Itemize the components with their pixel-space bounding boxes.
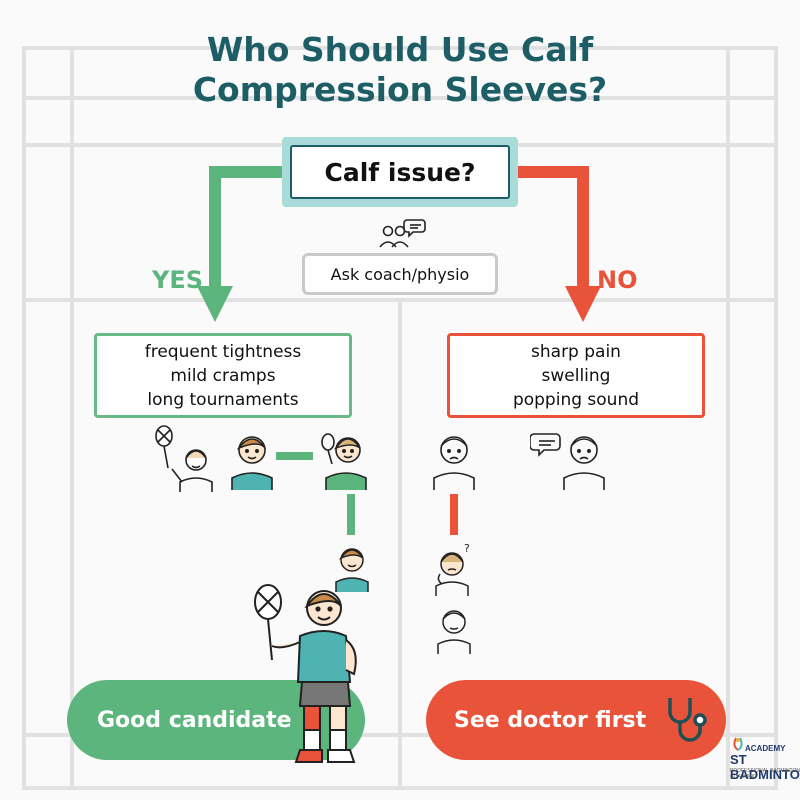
question-box: Calf issue?	[282, 137, 518, 207]
small-player-avatar-icon	[335, 548, 369, 592]
yes-criteria-item: mild cramps	[170, 365, 276, 386]
person-outline-icon	[437, 610, 471, 654]
yes-criteria-box: frequent tightness mild cramps long tour…	[94, 333, 352, 418]
title-line-1: Who Should Use Calf	[206, 30, 594, 69]
yes-criteria-item: long tournaments	[147, 389, 299, 410]
yes-label: YES	[152, 266, 204, 294]
see-doctor-pill: See doctor first	[426, 680, 726, 760]
title-line-2: Compression Sleeves?	[192, 70, 608, 109]
no-criteria-item: swelling	[541, 365, 611, 386]
no-criteria-item: popping sound	[512, 389, 640, 410]
confused-person-icon: ?	[435, 542, 470, 596]
no-arrowhead	[565, 286, 601, 322]
yes-arrow-line	[209, 166, 282, 290]
yes-arrowhead	[197, 286, 233, 322]
academy-logo-icon	[733, 737, 743, 751]
stethoscope-icon	[668, 698, 707, 742]
brand-tagline: PROFESSIONAL BADMINTON COACHING	[730, 768, 800, 780]
cheering-player-with-racket-icon	[155, 425, 213, 492]
no-arrow-line	[518, 166, 589, 290]
badminton-player-figure	[254, 584, 357, 763]
person-with-speech-bubble-icon	[530, 433, 605, 490]
people-chat-icon	[379, 219, 426, 248]
brand-name: ST BADMINTON	[730, 752, 800, 782]
see-doctor-label: See doctor first	[454, 707, 647, 733]
player-with-racket-icon	[321, 433, 367, 490]
advice-box: Ask coach/physio	[302, 253, 498, 295]
yes-criteria-item: frequent tightness	[144, 341, 302, 362]
no-label: NO	[597, 266, 638, 294]
good-candidate-label: Good candidate	[97, 707, 292, 733]
no-criteria-item: sharp pain	[531, 341, 621, 362]
player-avatar-icon	[231, 436, 273, 490]
no-criteria-box: sharp pain swelling popping sound	[447, 333, 705, 418]
question-text: Calf issue?	[290, 145, 510, 199]
question-mark-icon: ?	[464, 542, 470, 555]
brand-academy-text: ACADEMY	[745, 744, 786, 753]
worried-person-icon	[433, 436, 475, 490]
